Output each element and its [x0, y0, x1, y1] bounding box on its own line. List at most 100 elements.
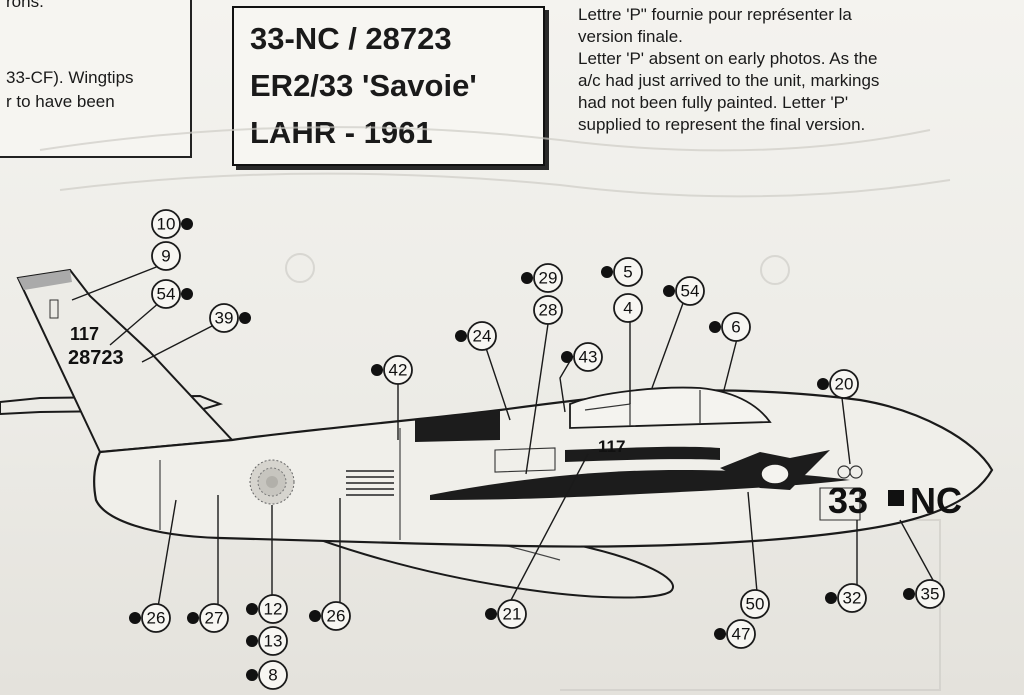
- callout-circle: [209, 303, 239, 333]
- callout-circle: [675, 276, 705, 306]
- left-note-box: rons. 33-CF). Wingtips r to have been: [0, 0, 192, 158]
- callout-26: 26: [309, 601, 351, 631]
- black-decal-dot: [239, 312, 251, 324]
- aircraft-title-box: 33-NC / 28723 ER2/33 'Savoie' LAHR - 196…: [232, 6, 545, 166]
- callout-circle: [829, 369, 859, 399]
- callout-circle: [141, 603, 171, 633]
- callout-number: 9: [161, 247, 170, 266]
- callout-number: 8: [268, 666, 277, 685]
- callout-circle: [258, 594, 288, 624]
- callout-circle: [915, 579, 945, 609]
- vertical-tail: [16, 268, 235, 454]
- black-decal-dot: [561, 351, 573, 363]
- note-line-1: Lettre 'P" fournie pour représenter la: [578, 5, 852, 24]
- callout-32: 32: [825, 583, 867, 613]
- callout-number: 32: [843, 589, 862, 608]
- anti-glare-panel: [415, 410, 500, 442]
- note-line-4: a/c had just arrived to the unit, markin…: [578, 71, 880, 90]
- canopy: [569, 386, 772, 429]
- callout-50: 50: [740, 589, 770, 619]
- callout-circle: [258, 660, 288, 690]
- callout-circle: [533, 263, 563, 293]
- left-note-line-3: r to have been: [6, 92, 115, 111]
- black-decal-dot: [485, 608, 497, 620]
- callout-number: 39: [215, 309, 234, 328]
- code-square: [888, 490, 904, 506]
- callout-42: 42: [371, 355, 413, 385]
- black-decal-dot: [246, 635, 258, 647]
- callout-circle: [613, 293, 643, 323]
- callout-number: 24: [473, 327, 492, 346]
- callout-26: 26: [129, 603, 171, 633]
- leader-lines: [71, 263, 935, 608]
- callout-number: 28: [539, 301, 558, 320]
- black-decal-dot: [246, 669, 258, 681]
- note-line-5: had not been fully painted. Letter 'P': [578, 93, 849, 112]
- callout-circle: [573, 342, 603, 372]
- black-decal-dot: [181, 218, 193, 230]
- callout-circle: [721, 312, 751, 342]
- black-decal-dot: [455, 330, 467, 342]
- tail-serial: 28723: [68, 347, 124, 369]
- callout-circle: [258, 626, 288, 656]
- callout-number: 21: [503, 605, 522, 624]
- callout-12: 12: [246, 594, 288, 624]
- callout-circle: [199, 603, 229, 633]
- callout-number: 42: [389, 361, 408, 380]
- callout-circle: [726, 619, 756, 649]
- callout-24: 24: [455, 321, 497, 351]
- callout-circle: [497, 599, 527, 629]
- callout-number: 29: [539, 269, 558, 288]
- callout-number: 47: [732, 625, 751, 644]
- callout-54: 54: [151, 279, 193, 309]
- title-location-year: LAHR - 1961: [250, 115, 433, 150]
- title-serial: 33-NC / 28723: [250, 21, 452, 56]
- black-decal-dot: [663, 285, 675, 297]
- black-decal-dot: [714, 628, 726, 640]
- callout-circle: [151, 209, 181, 239]
- tail-number-top: 117: [70, 324, 99, 344]
- stencil-block: [346, 470, 394, 496]
- callout-27: 27: [187, 603, 229, 633]
- black-decal-dot: [709, 321, 721, 333]
- callout-39: 39: [209, 303, 251, 333]
- note-line-6: supplied to represent the final version.: [578, 115, 866, 134]
- black-decal-dot: [246, 603, 258, 615]
- callout-5: 5: [601, 257, 643, 287]
- black-decal-dot: [187, 612, 199, 624]
- black-decal-dot: [817, 378, 829, 390]
- markings-note: Lettre 'P" fournie pour représenter la v…: [578, 4, 1018, 136]
- callout-number: 6: [731, 318, 740, 337]
- callout-8: 8: [246, 660, 288, 690]
- black-decal-dot: [601, 266, 613, 278]
- callout-circle: [467, 321, 497, 351]
- black-decal-dot: [521, 272, 533, 284]
- callout-number: 26: [327, 607, 346, 626]
- black-decal-dot: [309, 610, 321, 622]
- black-decal-dot: [825, 592, 837, 604]
- aircraft-fuselage: [93, 386, 994, 548]
- callout-number: 35: [921, 585, 940, 604]
- black-decal-dot: [903, 588, 915, 600]
- callout-43: 43: [561, 342, 603, 372]
- callout-circle: [533, 295, 563, 325]
- left-note-line-1: rons.: [6, 0, 44, 11]
- nose-number: 117: [598, 437, 625, 456]
- roundel: [249, 459, 295, 505]
- title-unit: ER2/33 'Savoie': [250, 68, 477, 103]
- callout-circle: [151, 241, 181, 271]
- callout-6: 6: [709, 312, 751, 342]
- note-line-3: Letter 'P' absent on early photos. As th…: [578, 49, 878, 68]
- code-left: 33: [828, 480, 868, 521]
- callout-number: 27: [205, 609, 224, 628]
- callout-13: 13: [246, 626, 288, 656]
- black-decal-dot: [129, 612, 141, 624]
- callout-number: 10: [157, 215, 176, 234]
- note-line-2: version finale.: [578, 27, 683, 46]
- callout-4: 4: [613, 293, 643, 323]
- callout-number: 54: [681, 282, 700, 301]
- callout-number: 20: [835, 375, 854, 394]
- callout-number: 13: [264, 632, 283, 651]
- callout-9: 9: [151, 241, 181, 271]
